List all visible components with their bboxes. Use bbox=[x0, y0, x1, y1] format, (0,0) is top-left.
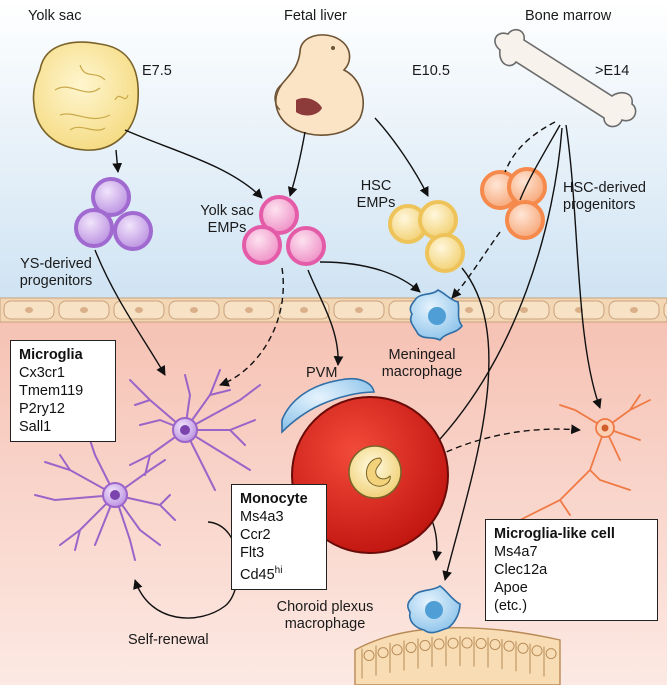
membrane-cell-nucleus bbox=[80, 307, 88, 313]
fetal-liver-label: Fetal liver bbox=[284, 8, 347, 24]
yolk-sac-label: Yolk sac bbox=[28, 8, 82, 24]
pvm-label: PVM bbox=[306, 365, 338, 381]
choroid-epithelial-cell bbox=[431, 637, 445, 668]
membrane-cell-nucleus bbox=[355, 307, 363, 313]
yolk-sac-icon bbox=[32, 41, 140, 151]
choroid-epithelial-cell bbox=[403, 640, 417, 671]
hsc-emp-cells bbox=[388, 200, 465, 273]
choroid-epithelial-cell bbox=[487, 637, 501, 668]
choroid-epithelial-cell bbox=[375, 645, 389, 676]
fetal-liver-embryo-icon bbox=[274, 34, 364, 136]
ys-derived-progenitor-cells bbox=[74, 177, 153, 251]
monocyte-marker: Ccr2 bbox=[240, 527, 271, 543]
choroid-epithelial-cell bbox=[515, 641, 529, 672]
hsc-derived-progenitor-cells bbox=[480, 167, 547, 240]
hsc-derived-progenitors-label: HSC-derived progenitors bbox=[563, 180, 646, 213]
choroid-epithelial-cell bbox=[459, 636, 473, 667]
choroid-plexus-macrophage-label: Choroid plexus macrophage bbox=[276, 599, 374, 632]
meningeal-macrophage-cell bbox=[409, 289, 464, 342]
microglia-like-marker: Ms4a7 bbox=[494, 544, 538, 560]
cd45-text: Cd45 bbox=[240, 566, 275, 583]
monocyte-marker-cd45: Cd45hi bbox=[240, 562, 318, 584]
hsc-emps-label: HSC EMPs bbox=[356, 178, 396, 211]
choroid-epithelial-cell bbox=[543, 646, 557, 677]
membrane-cell-nucleus bbox=[190, 307, 198, 313]
membrane-cell-nucleus bbox=[135, 307, 143, 313]
choroid-plexus-epithelium bbox=[354, 626, 561, 685]
microglia-cells bbox=[34, 369, 261, 561]
choroid-epithelial-cell bbox=[473, 636, 487, 667]
membrane-cell-nucleus bbox=[25, 307, 33, 313]
monocyte-title: Monocyte bbox=[240, 491, 308, 507]
membrane-cell-nucleus bbox=[300, 307, 308, 313]
yolk-sac-emps-label: Yolk sac EMPs bbox=[200, 203, 254, 236]
choroid-epithelial-cell bbox=[501, 639, 515, 670]
microglia-title: Microglia bbox=[19, 347, 83, 363]
choroid-epithelial-cell bbox=[529, 643, 543, 674]
meninges-membrane bbox=[0, 297, 667, 323]
choroid-plexus-macrophage-cell bbox=[407, 585, 461, 634]
self-renewal-label: Self-renewal bbox=[128, 632, 209, 648]
yolk-sac-stage-label: E7.5 bbox=[142, 63, 172, 79]
yolk-sac-emp-cells bbox=[242, 195, 326, 266]
microglia-like-marker: Apoe bbox=[494, 580, 528, 596]
membrane-cell bbox=[663, 301, 667, 319]
microglia-like-marker: Clec12a bbox=[494, 562, 548, 578]
choroid-epithelial-cell bbox=[389, 642, 403, 673]
microglia-marker-box: Microglia Cx3cr1 Tmem119 P2ry12 Sall1 bbox=[10, 340, 116, 442]
monocyte-marker-box: Monocyte Ms4a3 Ccr2 Flt3 Cd45hi bbox=[231, 484, 327, 590]
microglia-like-marker: (etc.) bbox=[494, 598, 528, 614]
bone-marrow-label: Bone marrow bbox=[525, 8, 612, 24]
blood-vessel bbox=[291, 396, 449, 554]
meningeal-macrophage-label: Meningeal macrophage bbox=[381, 347, 463, 380]
cd45-superscript: hi bbox=[274, 565, 283, 576]
microglia-marker: Sall1 bbox=[19, 419, 52, 435]
membrane-cell-nucleus bbox=[630, 307, 638, 313]
microglia-nuclei bbox=[102, 417, 198, 508]
ys-derived-progenitors-label: YS-derived progenitors bbox=[19, 256, 93, 289]
choroid-epithelial-cell bbox=[361, 648, 375, 679]
membrane-cell-nucleus bbox=[520, 307, 528, 313]
choroid-epithelial-cell bbox=[417, 638, 431, 669]
perivascular-macrophage-cell bbox=[281, 377, 375, 434]
microglia-like-marker-box: Microglia-like cell Ms4a7 Clec12a Apoe (… bbox=[485, 519, 658, 621]
microglia-marker: P2ry12 bbox=[19, 401, 65, 417]
bone-marrow-stage-label: >E14 bbox=[595, 63, 630, 79]
bone-marrow-bone-icon bbox=[494, 28, 637, 128]
monocyte-marker: Flt3 bbox=[240, 545, 265, 561]
monocyte-marker: Ms4a3 bbox=[240, 509, 284, 525]
lineage-arrows bbox=[94, 117, 602, 581]
membrane-cell-nucleus bbox=[465, 307, 473, 313]
microglia-like-title: Microglia-like cell bbox=[494, 526, 615, 542]
choroid-epithelial-cell bbox=[445, 636, 459, 667]
fetal-liver-stage-label: E10.5 bbox=[412, 63, 450, 79]
membrane-cell-nucleus bbox=[245, 307, 253, 313]
microglia-like-cell bbox=[519, 394, 651, 521]
microglia-marker: Tmem119 bbox=[19, 383, 84, 399]
microglia-marker: Cx3cr1 bbox=[19, 365, 65, 381]
